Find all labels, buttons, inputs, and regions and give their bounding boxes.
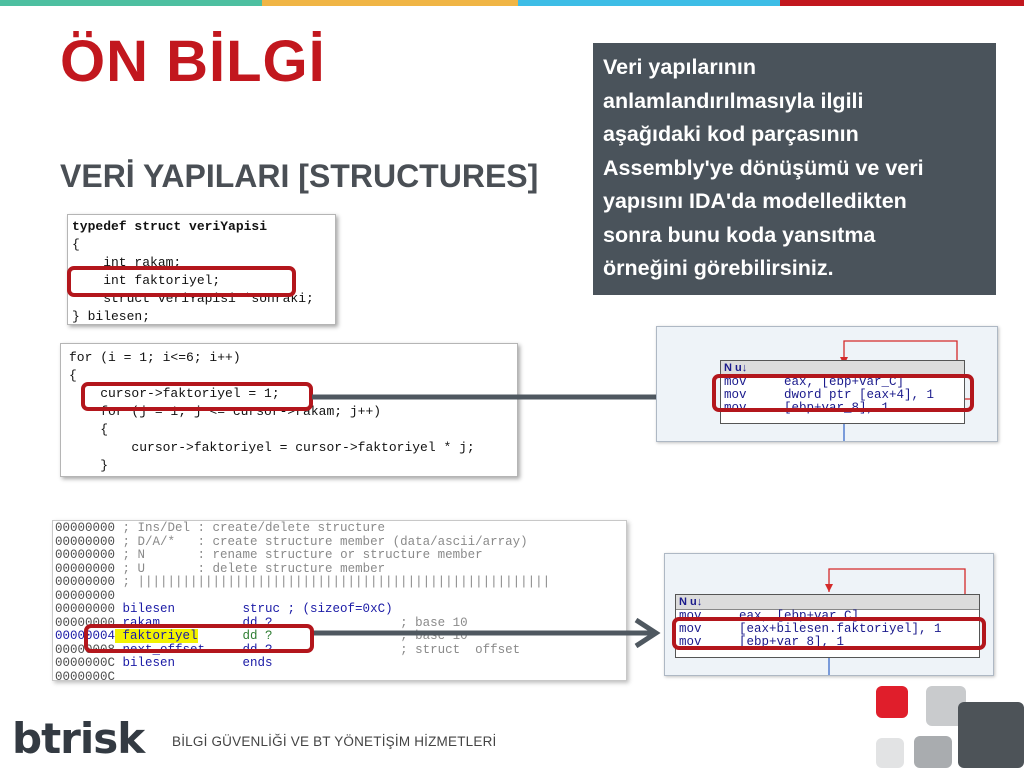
ida-addr: 00000000 bbox=[55, 588, 116, 603]
node-header: N u↓ bbox=[676, 595, 979, 610]
ida-addr: 0000000C bbox=[55, 669, 116, 681]
highlight-loop-assign bbox=[81, 382, 313, 411]
decor-square-red bbox=[876, 686, 908, 718]
ida-addr: 00000000 bbox=[55, 561, 116, 576]
ida-addr: 00000000 bbox=[55, 602, 116, 616]
stripe-blue bbox=[518, 0, 780, 6]
info-line: aşağıdaki kod parçasının bbox=[603, 122, 859, 146]
ida-col: ; U bbox=[115, 561, 146, 576]
ida-col: : create structure member (data/ascii/ar… bbox=[175, 534, 528, 549]
ida-row: 00000000 ; Ins/Del : create/delete struc… bbox=[55, 521, 624, 536]
asm-line: mov eax, [ebp+var_C] bbox=[724, 375, 905, 389]
info-line: anlamlandırılmasıyla ilgili bbox=[603, 88, 864, 113]
ida-row: 00000000 bilesen struc ; (sizeof=0xC) bbox=[55, 602, 624, 617]
stripe-green bbox=[0, 0, 262, 6]
info-line: yapısını IDA'da modelledikten bbox=[603, 189, 907, 213]
ida-addr: 0000000C bbox=[55, 656, 116, 670]
ida-addr: 00000000 bbox=[55, 521, 116, 535]
arrow-right-icon bbox=[314, 618, 661, 648]
ida-structure-window: 00000000 ; Ins/Del : create/delete struc… bbox=[52, 520, 627, 681]
highlight-struct-member bbox=[67, 266, 296, 297]
ida-row: 00000000 bbox=[55, 588, 624, 604]
ida-col: ends bbox=[175, 656, 273, 670]
ida-col: : delete structure member bbox=[145, 561, 386, 576]
decor-square-gray bbox=[914, 736, 952, 768]
decor-square-gray bbox=[876, 738, 904, 768]
ida-row: 00000000 ; |||||||||||||||||||||||||||||… bbox=[55, 575, 624, 590]
ida-col: struc ; (sizeof=0xC) bbox=[175, 602, 393, 616]
ida-col: ; Ins/Del bbox=[115, 521, 191, 535]
ida-col: : rename structure or structure member bbox=[145, 548, 483, 562]
ida-row: 00000004 faktoriyel dd ? ; base 10 bbox=[55, 629, 624, 644]
ida-row: 00000000 ; N : rename structure or struc… bbox=[55, 548, 624, 563]
code-line: typedef struct veriYapisi bbox=[72, 219, 268, 234]
ida-col: bilesen bbox=[115, 656, 176, 670]
asm-line: mov [eax+bilesen.faktoriyel], 1 bbox=[679, 622, 942, 636]
ida-graph-view-1: N u↓ mov eax, [ebp+var_C] mov dword ptr … bbox=[656, 326, 998, 442]
ida-col: ; D/A/* bbox=[115, 534, 176, 549]
code-line: { bbox=[69, 368, 77, 383]
info-line: Assembly'ye dönüşümü ve veri bbox=[603, 155, 924, 180]
code-line: for (i = 1; i<=6; i++) bbox=[69, 350, 241, 365]
asm-line: mov dword ptr [eax+4], 1 bbox=[724, 388, 935, 402]
ida-col: ; base 10 bbox=[272, 615, 468, 630]
code-line: { bbox=[69, 422, 109, 437]
ida-col: faktoriyel bbox=[115, 629, 198, 643]
ida-addr: 00000000 bbox=[55, 534, 116, 549]
code-line: { bbox=[72, 237, 80, 252]
info-box: Veri yapılarının anlamlandırılmasıyla il… bbox=[593, 43, 996, 295]
code-line: } bilesen; bbox=[72, 309, 151, 324]
highlight-asm-2 bbox=[672, 617, 986, 650]
ida-row: 0000000C bbox=[55, 669, 624, 681]
highlight-asm-1 bbox=[712, 374, 974, 412]
stripe-yellow bbox=[262, 0, 518, 6]
code-line: cursor->faktoriyel = cursor->faktoriyel … bbox=[69, 440, 475, 455]
top-color-stripe bbox=[0, 0, 1024, 6]
asm-line: mov [ebp+var_8], 1 bbox=[679, 635, 845, 649]
ida-row: 00000000 ; U : delete structure member bbox=[55, 561, 624, 577]
slide-title: ÖN BİLGİ bbox=[60, 29, 326, 94]
ida-col: : create/delete structure bbox=[190, 521, 386, 535]
ida-addr: 00000000 bbox=[55, 575, 116, 589]
ida-code-node: N u↓ mov eax, [ebp+var_C] mov [eax+biles… bbox=[675, 594, 980, 658]
code-line: int faktoriyel; bbox=[72, 273, 221, 288]
info-line: Veri yapılarının bbox=[603, 55, 756, 79]
ida-col: ; struct offset bbox=[272, 642, 521, 657]
ida-row: 00000000 ; D/A/* : create structure memb… bbox=[55, 534, 624, 550]
footer-tagline: BİLGİ GÜVENLİĞİ VE BT YÖNETİŞİM HİZMETLE… bbox=[172, 734, 497, 749]
info-line: örneğini görebilirsiniz. bbox=[603, 256, 834, 280]
ida-row: 0000000C bilesen ends bbox=[55, 656, 624, 671]
stripe-red bbox=[780, 0, 1024, 6]
info-line: sonra bunu koda yansıtma bbox=[603, 222, 876, 247]
decor-square-gray bbox=[958, 702, 1024, 768]
ida-col: ; N bbox=[115, 548, 146, 562]
code-line: cursor->faktoriyel = 1; bbox=[69, 386, 280, 401]
ida-col: ; ||||||||||||||||||||||||||||||||||||||… bbox=[115, 575, 551, 589]
slide-subtitle: VERİ YAPILARI [STRUCTURES] bbox=[60, 158, 539, 194]
highlight-ida-member bbox=[84, 624, 314, 653]
ida-col: bilesen bbox=[115, 602, 176, 616]
ida-graph-view-2: N u↓ mov eax, [ebp+var_C] mov [eax+biles… bbox=[664, 553, 994, 676]
arrow-right-icon bbox=[312, 382, 689, 412]
btrisk-logo: btrisk bbox=[12, 714, 145, 763]
ida-addr: 00000000 bbox=[55, 548, 116, 562]
ida-col: dd ? bbox=[197, 629, 273, 643]
code-line: } bbox=[69, 458, 109, 473]
